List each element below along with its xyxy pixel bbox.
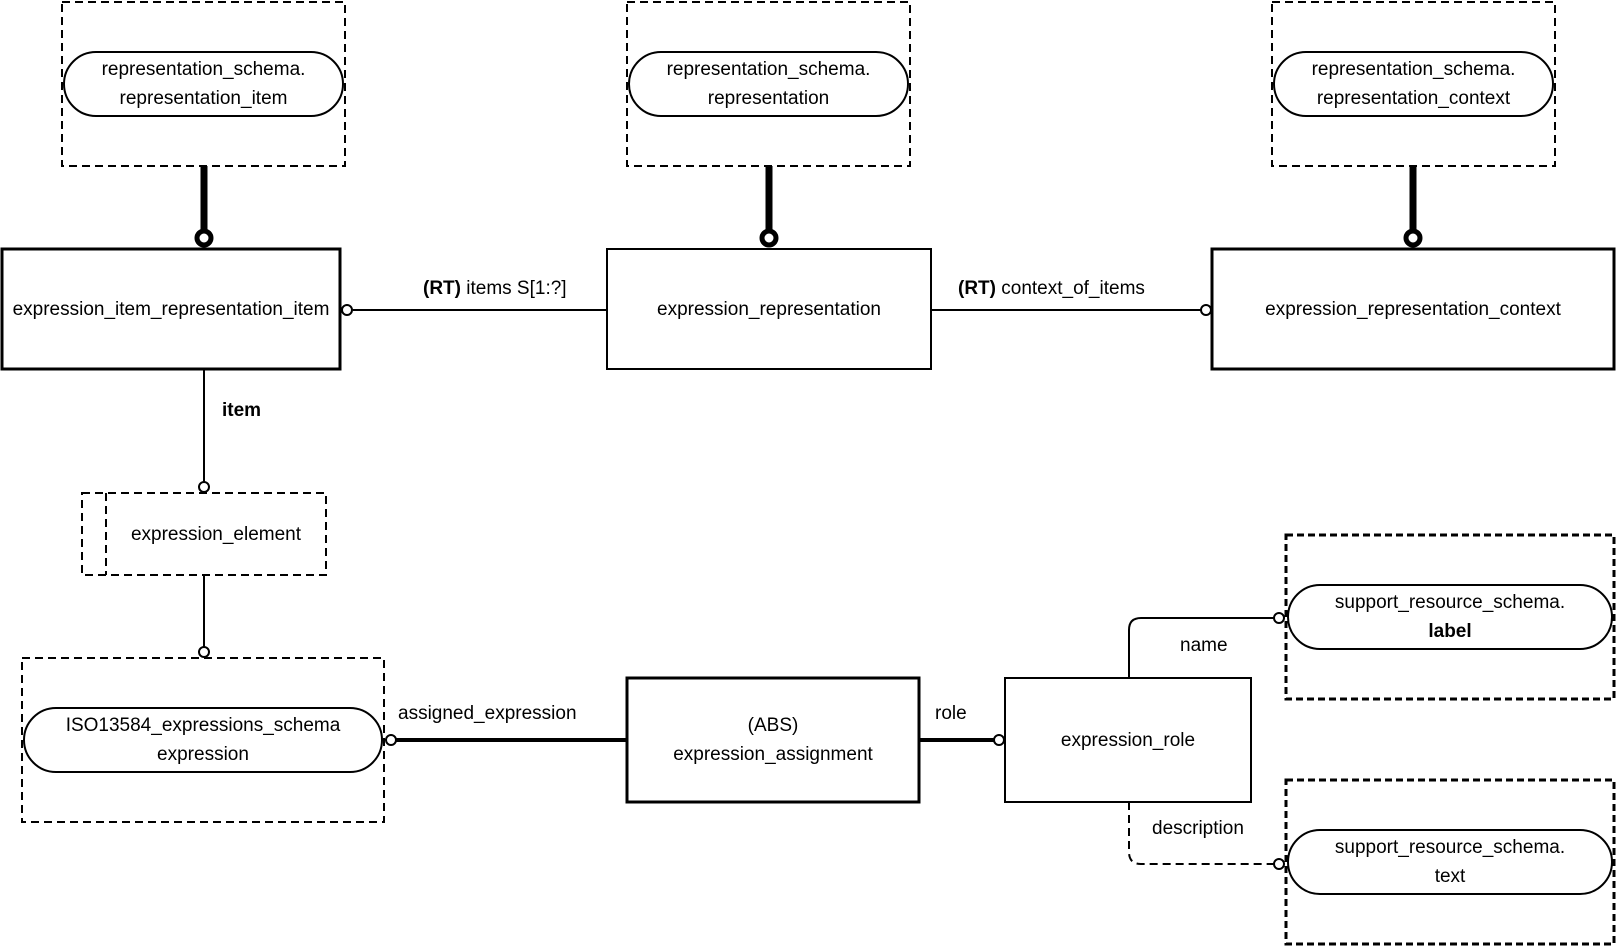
relation-prefix: (RT) xyxy=(423,278,461,299)
ref-line-2: representation xyxy=(707,88,830,109)
entity-expression-item-representation-item: expression_item_representation_item xyxy=(2,249,340,369)
ref-capsule-representation-item xyxy=(63,51,344,117)
entity-expression-role: expression_role xyxy=(1005,678,1251,802)
ref-line-2: representation_item xyxy=(119,88,288,109)
ref-label-representation: representation_schema. representation xyxy=(629,52,908,116)
select-expression-element: expression_element xyxy=(106,493,326,575)
relation-label-context-of-items: (RT) context_of_items xyxy=(958,278,1145,300)
entity-expression-representation: expression_representation xyxy=(607,249,931,369)
ref-capsule-text xyxy=(1287,829,1613,895)
ref-line-1: representation_schema. xyxy=(1311,59,1516,80)
relation-prefix: (RT) xyxy=(958,278,996,299)
relation-end-description xyxy=(1273,858,1285,870)
entity-expression-representation-context: expression_representation_context xyxy=(1212,249,1614,369)
ref-label-representation-context: representation_schema. representation_co… xyxy=(1274,52,1553,116)
ref-frame-expression xyxy=(21,657,385,823)
ref-frame-label xyxy=(1284,533,1616,701)
relation-label-description: description xyxy=(1152,818,1244,839)
ref-capsule-representation-context xyxy=(1273,51,1554,117)
ref-line-2: representation_context xyxy=(1316,88,1511,109)
subtype-circle-representation xyxy=(759,228,779,248)
entity-label: expression_representation xyxy=(657,298,881,320)
ref-line-2: label xyxy=(1428,621,1472,642)
relation-text: items S[1:?] xyxy=(460,278,567,299)
relation-end-assigned-expression xyxy=(385,734,397,746)
relation-line-description xyxy=(1128,802,1274,865)
ref-line-1: ISO13584_expressions_schema xyxy=(65,715,341,736)
entity-box-expression-item-representation-item xyxy=(0,247,342,371)
ref-capsule-representation xyxy=(628,51,909,117)
ref-frame-text xyxy=(1284,778,1616,946)
entity-box-expression-representation-context xyxy=(1210,247,1616,371)
relation-label-item: item xyxy=(222,400,262,421)
relation-label-role: role xyxy=(935,703,967,724)
select-label: expression_element xyxy=(130,523,302,545)
relation-text: context_of_items xyxy=(995,278,1145,299)
ref-label-representation-item: representation_schema. representation_it… xyxy=(64,52,343,116)
relation-line-name xyxy=(1128,617,1274,678)
relation-label-items: (RT) items S[1:?] xyxy=(423,278,567,300)
ref-capsule-label xyxy=(1287,584,1613,650)
ref-line-1: support_resource_schema. xyxy=(1334,837,1566,858)
ref-label-expression: ISO13584_expressions_schema expression xyxy=(24,708,382,772)
entity-prefix: (ABS) xyxy=(747,715,799,736)
entity-label: expression_item_representation_item xyxy=(12,298,330,320)
relation-end-role xyxy=(993,734,1005,746)
select-end-expression xyxy=(198,646,210,658)
ref-line-1: support_resource_schema. xyxy=(1334,592,1566,613)
entity-expression-assignment: (ABS) expression_assignment xyxy=(627,678,919,802)
entity-label: expression_representation_context xyxy=(1265,298,1561,320)
relation-end-item xyxy=(198,481,210,493)
subtype-circle-context xyxy=(1403,228,1423,248)
relation-end-name xyxy=(1273,612,1285,624)
ref-line-2: expression xyxy=(157,744,249,765)
relation-end-items xyxy=(341,304,353,316)
ref-line-1: representation_schema. xyxy=(666,59,871,80)
ref-capsule-expression xyxy=(23,707,383,773)
subtype-circle-item xyxy=(194,228,214,248)
ref-label-label: support_resource_schema. label xyxy=(1288,585,1612,649)
ref-label-text: support_resource_schema. text xyxy=(1288,830,1612,894)
entity-label: expression_assignment xyxy=(673,744,873,765)
entity-label: expression_role xyxy=(1060,729,1196,751)
ref-line-2: text xyxy=(1434,866,1466,887)
relation-label-name: name xyxy=(1180,635,1228,656)
ref-line-1: representation_schema. xyxy=(101,59,306,80)
relation-label-assigned-expression: assigned_expression xyxy=(398,703,577,724)
relation-end-context-of-items xyxy=(1200,304,1212,316)
